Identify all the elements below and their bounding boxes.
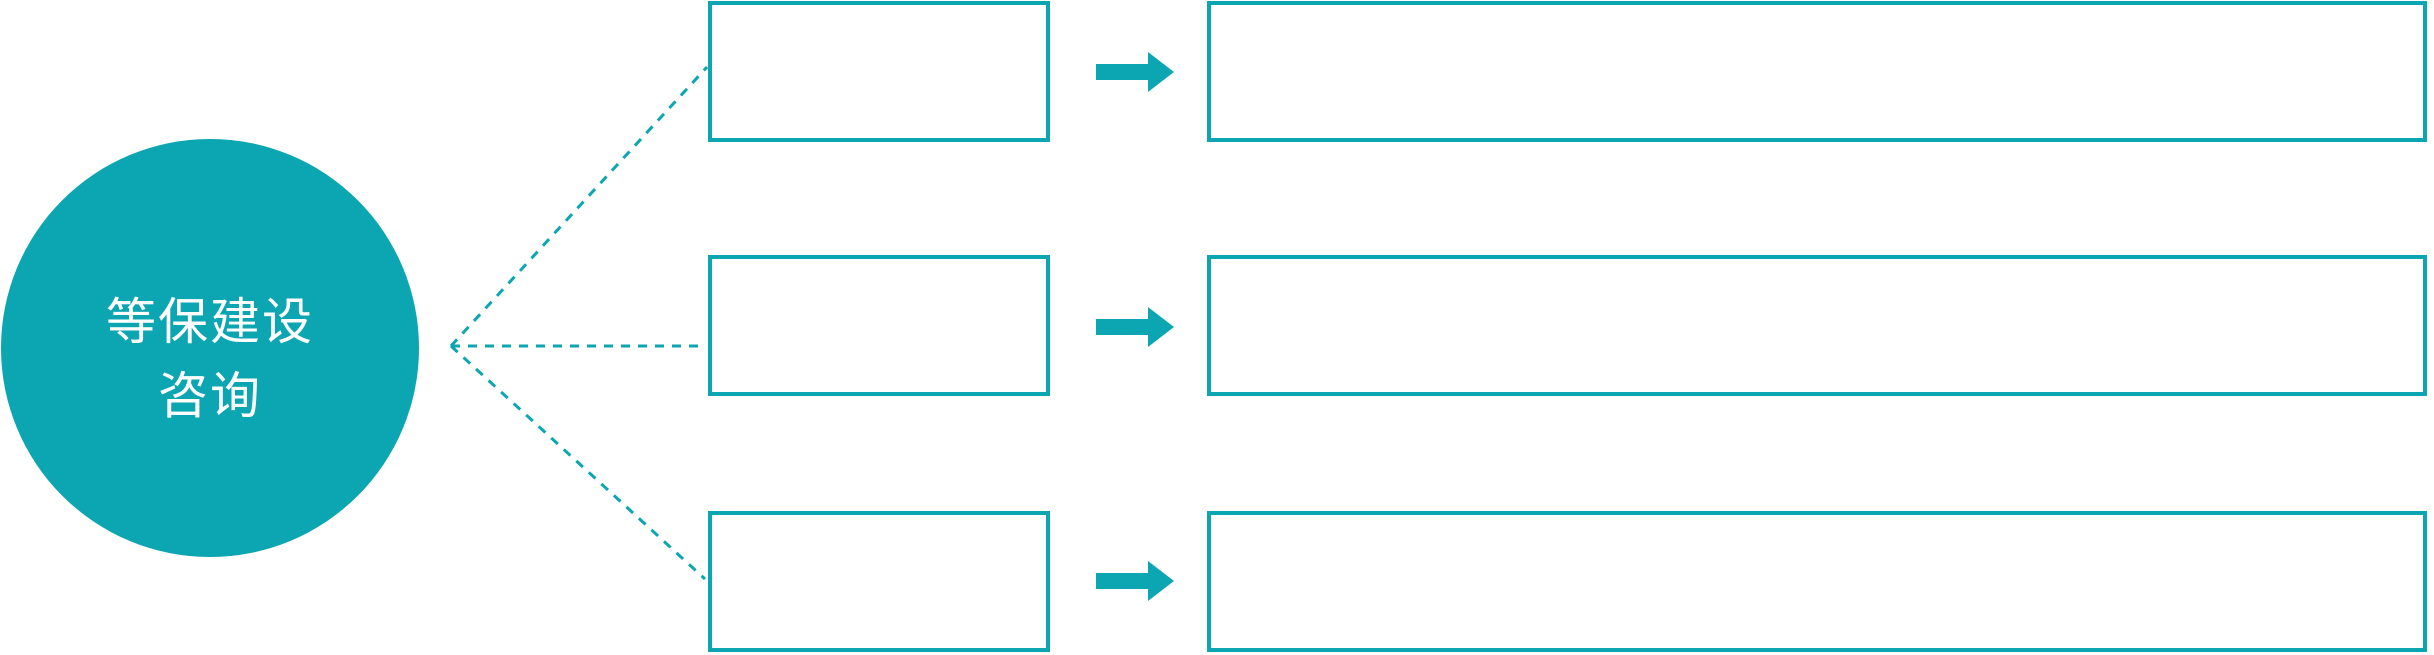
connector-line-top — [449, 65, 709, 348]
hub-circle-label: 等保建设 咨询 — [106, 285, 314, 433]
category-box-1 — [708, 1, 1050, 142]
category-box-2 — [708, 255, 1050, 396]
arrow-icon — [1096, 561, 1174, 601]
detail-box-2 — [1207, 255, 2427, 396]
hub-circle-label-line1: 等保建设 — [106, 294, 314, 350]
hub-circle-label-line2: 咨询 — [158, 368, 262, 424]
hub-circle: 等保建设 咨询 — [1, 139, 419, 557]
arrow-icon — [1096, 307, 1174, 347]
detail-box-1 — [1207, 1, 2427, 142]
arrow-icon — [1096, 52, 1174, 92]
category-box-3 — [708, 511, 1050, 652]
detail-box-3 — [1207, 511, 2427, 652]
connector-line-bottom — [449, 344, 707, 581]
